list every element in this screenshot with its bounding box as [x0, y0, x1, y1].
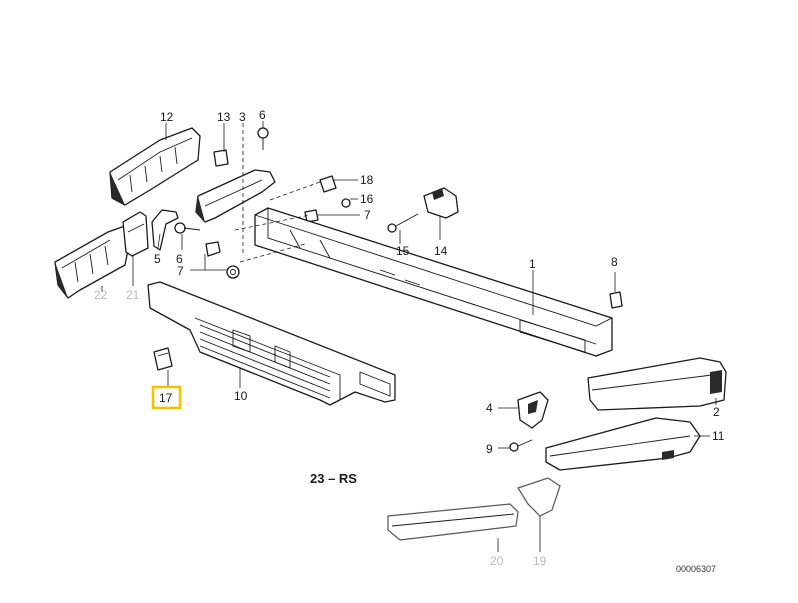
part-9-screw: [509, 439, 533, 452]
callout-15: 15: [396, 244, 410, 258]
callout-6-left: 6: [176, 252, 183, 266]
part-11-side-trim: [545, 417, 701, 471]
callout-11: 11: [712, 429, 725, 443]
callout-21: 21: [126, 288, 140, 302]
callout-19: 19: [533, 554, 547, 568]
callout-7-left: 7: [177, 264, 184, 278]
part-16-nut: [341, 198, 351, 208]
part-5-bracket: [151, 209, 179, 251]
part-6-screw-top: [257, 127, 269, 150]
callout-4: 4: [486, 401, 493, 415]
leader-lines: [101, 121, 717, 552]
part-1-bumper-carrier: [254, 207, 613, 357]
part-18-clip: [319, 175, 337, 193]
part-21-bracket: [122, 211, 149, 257]
part-3-upper-trim: [195, 169, 276, 223]
callout-2: 2: [713, 405, 720, 419]
callout-17[interactable]: 17: [159, 391, 173, 405]
image-code: 00006307: [676, 564, 716, 574]
part-4-bracket: [517, 391, 549, 429]
callout-12: 12: [160, 110, 174, 124]
callout-16: 16: [360, 192, 374, 206]
part-2-bumper-end-right: [587, 357, 727, 411]
callout-8: 8: [611, 255, 618, 269]
callout-18: 18: [360, 173, 374, 187]
part-20-trim-strip: [387, 503, 519, 541]
callout-14: 14: [434, 244, 448, 258]
part-6-screw-left: [174, 222, 201, 234]
part-7-clip-center: [304, 209, 319, 223]
part-12-bumper-corner-upper: [109, 127, 201, 206]
callout-3: 3: [239, 110, 246, 124]
callout-6-top: 6: [259, 108, 266, 122]
part-15-bolt: [387, 213, 419, 233]
callout-5: 5: [154, 252, 161, 266]
callout-1: 1: [529, 257, 536, 271]
callout-9: 9: [486, 442, 493, 456]
part-22-bumper-corner-lower: [54, 225, 131, 299]
part-8-clip: [609, 291, 623, 309]
callout-17-highlight: [151, 385, 182, 410]
part-13-clip: [213, 149, 229, 167]
callout-10: 10: [234, 389, 248, 403]
callout-23-rs: 23 – RS: [310, 471, 357, 486]
callout-22: 22: [94, 288, 108, 302]
callout-20: 20: [490, 554, 504, 568]
part-17-bracket: [153, 347, 173, 371]
part-7-clips-left: [205, 241, 240, 279]
part-19-bracket: [517, 477, 561, 517]
part-14-mount: [423, 187, 459, 219]
callout-13: 13: [217, 110, 231, 124]
part-10-grille: [147, 281, 396, 406]
callout-7-center: 7: [364, 208, 371, 222]
